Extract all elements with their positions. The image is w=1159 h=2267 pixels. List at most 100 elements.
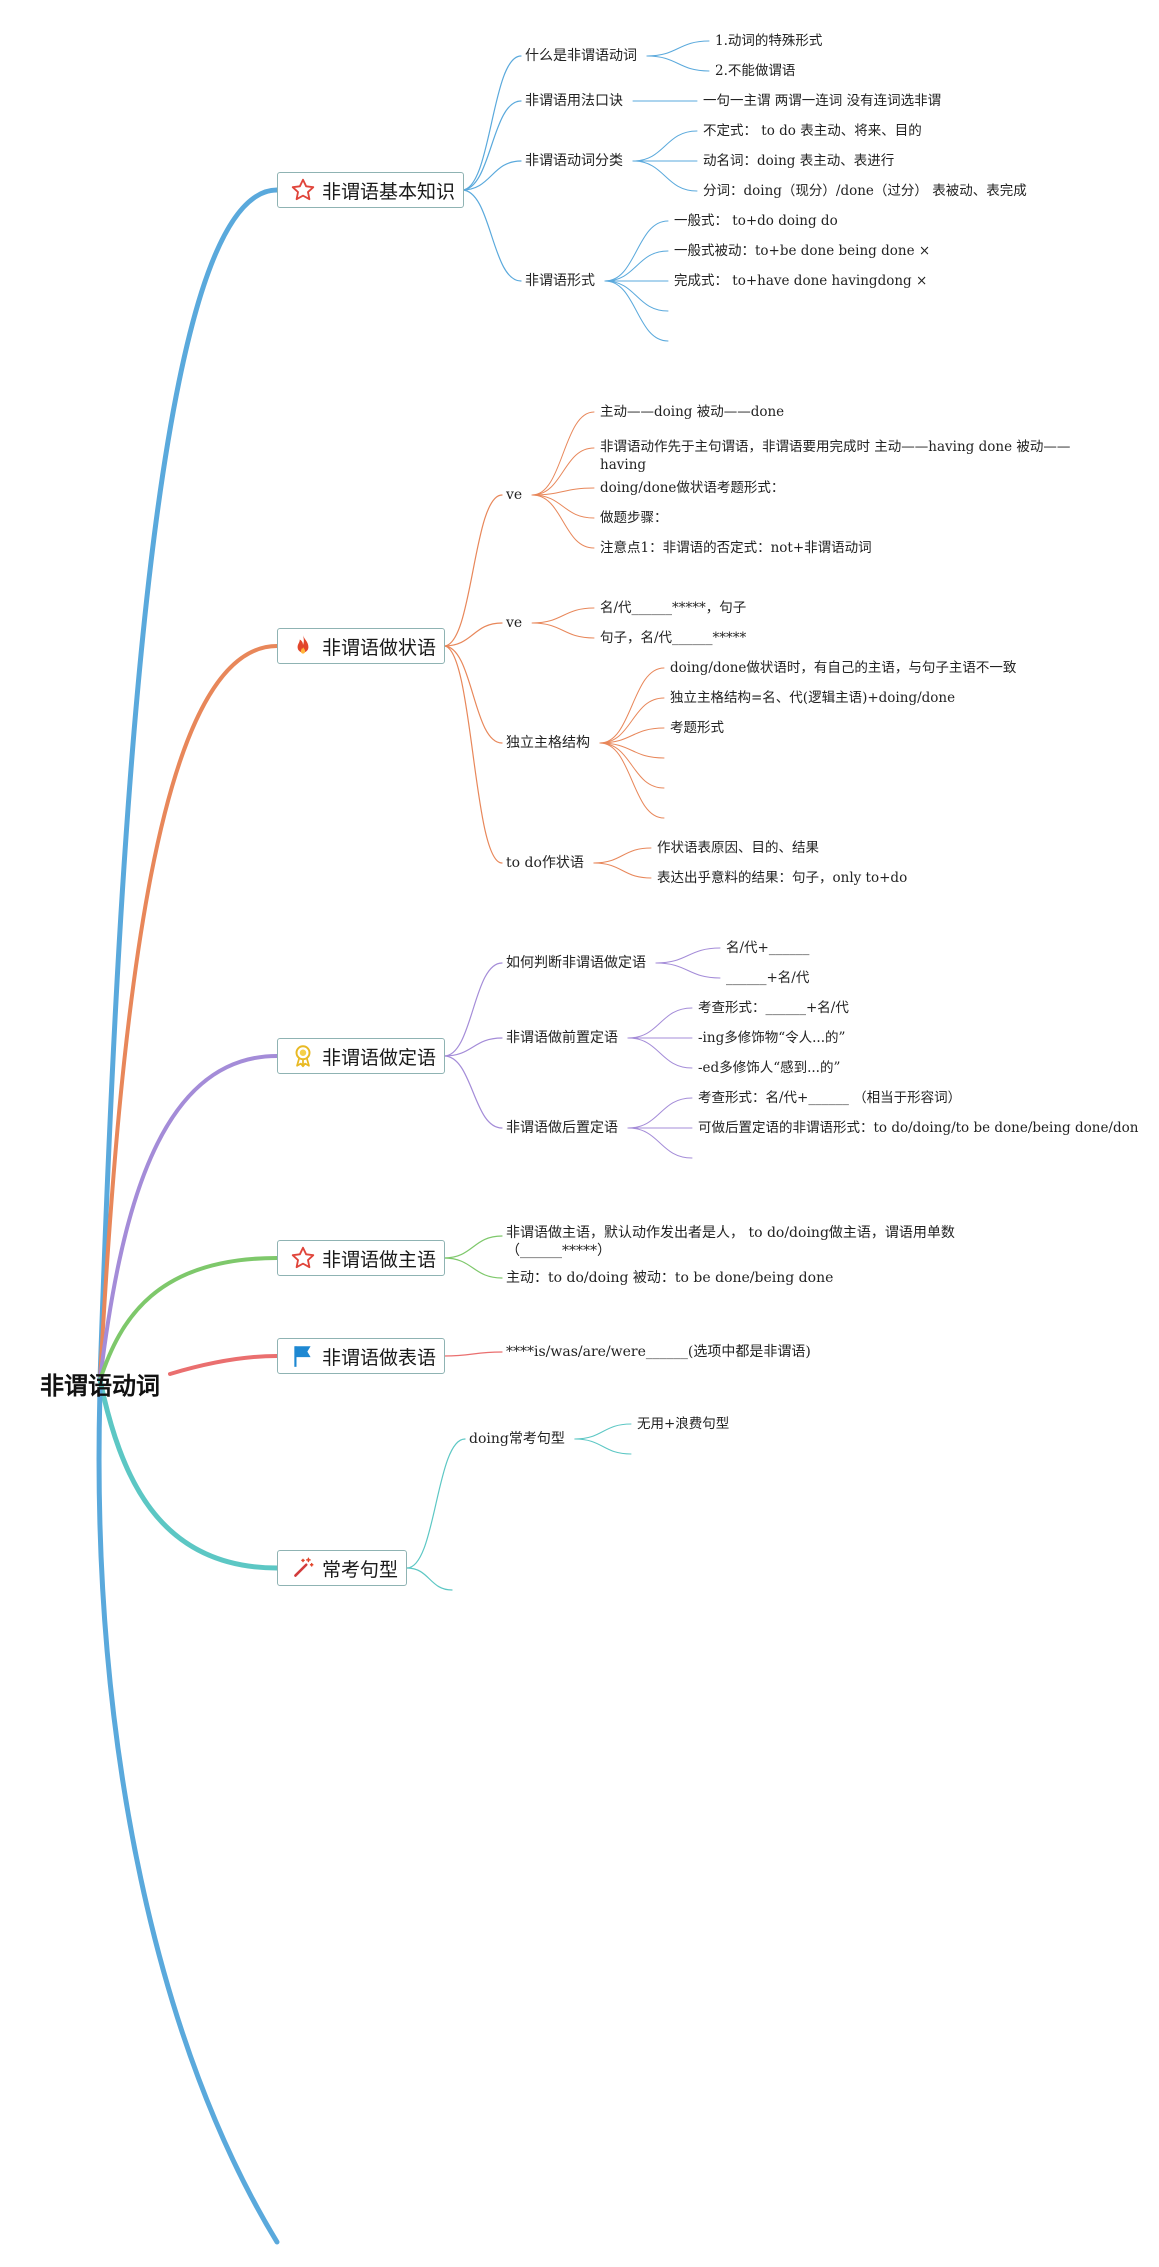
subtopic[interactable]: 非谓语做主语，默认动作发出者是人， to do/doing做主语，谓语用单数（_… [506, 1225, 955, 1259]
subtopic[interactable]: 非谓语用法口诀 [525, 93, 623, 109]
topic-label: 非谓语做状语 [322, 636, 437, 659]
leaf-node[interactable]: -ing多修饰物“令人...的” [698, 1030, 846, 1046]
leaf-node[interactable]: 一般式被动：to+be done being done × [674, 243, 931, 259]
leaf-connector [531, 494, 595, 519]
subtopic[interactable]: 非谓语做后置定语 [506, 1120, 618, 1136]
sub-connector-3-1 [443, 1257, 503, 1279]
leaf-node[interactable]: ______+名/代 [726, 970, 810, 986]
leaf-connector [627, 1007, 693, 1039]
branch-connector-1 [98, 644, 279, 1382]
subtopic[interactable]: doing常考句型 [469, 1431, 565, 1447]
sub-connector-4-0 [443, 1351, 503, 1357]
leaf-connector [655, 947, 721, 964]
leaf-connector [599, 667, 665, 744]
topic-5[interactable]: 常考句型 [277, 1550, 408, 1586]
leaf-node[interactable]: 一句一主谓 两谓一连词 没有连词选非谓 [703, 93, 942, 109]
subtopic[interactable]: 如何判断非谓语做定语 [506, 955, 646, 971]
leaf-connector [531, 494, 595, 549]
subtopic[interactable]: 什么是非谓语动词 [525, 48, 637, 64]
leaf-connector [632, 130, 698, 162]
sub-connector-0-0 [461, 55, 522, 191]
leaf-node[interactable]: 2.不能做谓语 [715, 63, 796, 79]
sub-connector-0-2 [461, 160, 522, 191]
leaf-node[interactable]: 主动——doing 被动——done [600, 404, 785, 420]
subtopic[interactable]: 非谓语做前置定语 [506, 1030, 618, 1046]
leaf-node[interactable]: 名/代+______ [726, 940, 810, 956]
leaf-connector [599, 697, 665, 744]
leaf-node[interactable]: 考查形式：______+名/代 [698, 1000, 849, 1016]
sub-connector-5-1 [406, 1567, 453, 1591]
sub-connector-1-2 [443, 645, 503, 744]
leaf-node[interactable]: doing/done做状语时，有自己的主语，与句子主语不一致 [670, 660, 1017, 676]
leaf-connector [627, 1127, 693, 1159]
leaf-connector [599, 742, 665, 819]
sub-connector-1-3 [443, 645, 503, 864]
leaf-connector [646, 40, 710, 57]
topic-1[interactable]: 非谓语做状语 [277, 628, 446, 664]
leaf-connector [632, 160, 698, 192]
sub-connector-5-0 [406, 1438, 466, 1569]
leaf-connector [531, 411, 595, 496]
leaf-node[interactable]: 句子，名/代______***** [600, 630, 747, 646]
leaf-node[interactable]: doing/done做状语考题形式： [600, 480, 785, 496]
subtopic[interactable]: ****is/was/are/were______(选项中都是非谓语) [506, 1344, 811, 1360]
leaf-connector [604, 280, 669, 342]
leaf-node[interactable]: 表达出乎意料的结果：句子，only to+do [657, 870, 908, 886]
leaf-node[interactable]: 作状语表原因、目的、结果 [657, 840, 819, 856]
leaf-connector [646, 55, 710, 72]
leaf-node[interactable]: 一般式： to+do doing do [674, 213, 838, 229]
fire-icon [290, 633, 316, 659]
root-topic[interactable]: 非谓语动词 [40, 1372, 160, 1400]
leaf-node[interactable]: 不定式： to do 表主动、将来、目的 [703, 123, 922, 139]
topic-4[interactable]: 非谓语做表语 [277, 1338, 446, 1374]
leaf-node[interactable]: 无用+浪费句型 [637, 1416, 730, 1432]
subtopic[interactable]: ve [506, 615, 523, 631]
leaf-connector [599, 742, 665, 789]
leaf-connector [531, 607, 595, 624]
subtopic[interactable]: to do作状语 [506, 855, 584, 871]
flag-icon [290, 1343, 316, 1369]
topic-2[interactable]: 非谓语做定语 [277, 1038, 446, 1074]
leaf-node[interactable]: 分词：doing（现分）/done（过分） 表被动、表完成 [703, 183, 1027, 199]
leaf-node[interactable]: 1.动词的特殊形式 [715, 33, 823, 49]
root-tail-connector [96, 1387, 280, 2245]
leaf-connector [604, 220, 669, 282]
leaf-connector [655, 962, 721, 979]
magic-wand-icon [290, 1555, 316, 1581]
leaf-node[interactable]: 注意点1：非谓语的否定式：not+非谓语动词 [600, 540, 872, 556]
subtopic[interactable]: ve [506, 487, 523, 503]
leaf-connector [593, 847, 652, 864]
topic-label: 非谓语做主语 [322, 1248, 437, 1271]
leaf-node[interactable]: 名/代______*****，句子 [600, 600, 747, 616]
star-outline-icon [290, 1245, 316, 1271]
branch-connector-3 [98, 1256, 279, 1382]
sub-connector-0-1 [461, 100, 522, 191]
topic-label: 非谓语做定语 [322, 1046, 437, 1069]
leaf-node[interactable]: 做题步骤： [600, 510, 668, 526]
subtopic[interactable]: 非谓语动词分类 [525, 153, 623, 169]
leaf-node[interactable]: -ed多修饰人“感到...的” [698, 1060, 841, 1076]
leaf-connector [627, 1037, 693, 1069]
branch-connector-0 [97, 187, 280, 1383]
subtopic[interactable]: 非谓语形式 [525, 273, 595, 289]
leaf-node[interactable]: 独立主格结构=名、代(逻辑主语)+doing/done [670, 690, 956, 706]
leaf-connector [531, 447, 595, 496]
topic-3[interactable]: 非谓语做主语 [277, 1240, 446, 1276]
leaf-node[interactable]: 动名词：doing 表主动、表进行 [703, 153, 895, 169]
sub-connector-2-0 [443, 962, 503, 1057]
topic-0[interactable]: 非谓语基本知识 [277, 172, 465, 208]
leaf-node[interactable]: 非谓语动作先于主句谓语，非谓语要用完成时 主动——having done 被动—… [600, 439, 1071, 473]
subtopic[interactable]: 独立主格结构 [506, 735, 590, 751]
leaf-node[interactable]: 考查形式：名/代+______ （相当于形容词） [698, 1090, 962, 1106]
leaf-node[interactable]: 考题形式 [670, 720, 724, 736]
leaf-node[interactable]: 可做后置定语的非谓语形式：to do/doing/to be done/bein… [698, 1120, 1139, 1136]
sub-connector-2-1 [443, 1037, 503, 1057]
sub-connector-1-1 [443, 622, 503, 647]
subtopic[interactable]: 主动：to do/doing 被动：to be done/being done [506, 1270, 834, 1286]
medal-icon [290, 1043, 316, 1069]
leaf-connector [531, 622, 595, 639]
leaf-connector [574, 1438, 632, 1455]
leaf-node[interactable]: 完成式： to+have done havingdong × [674, 273, 928, 289]
